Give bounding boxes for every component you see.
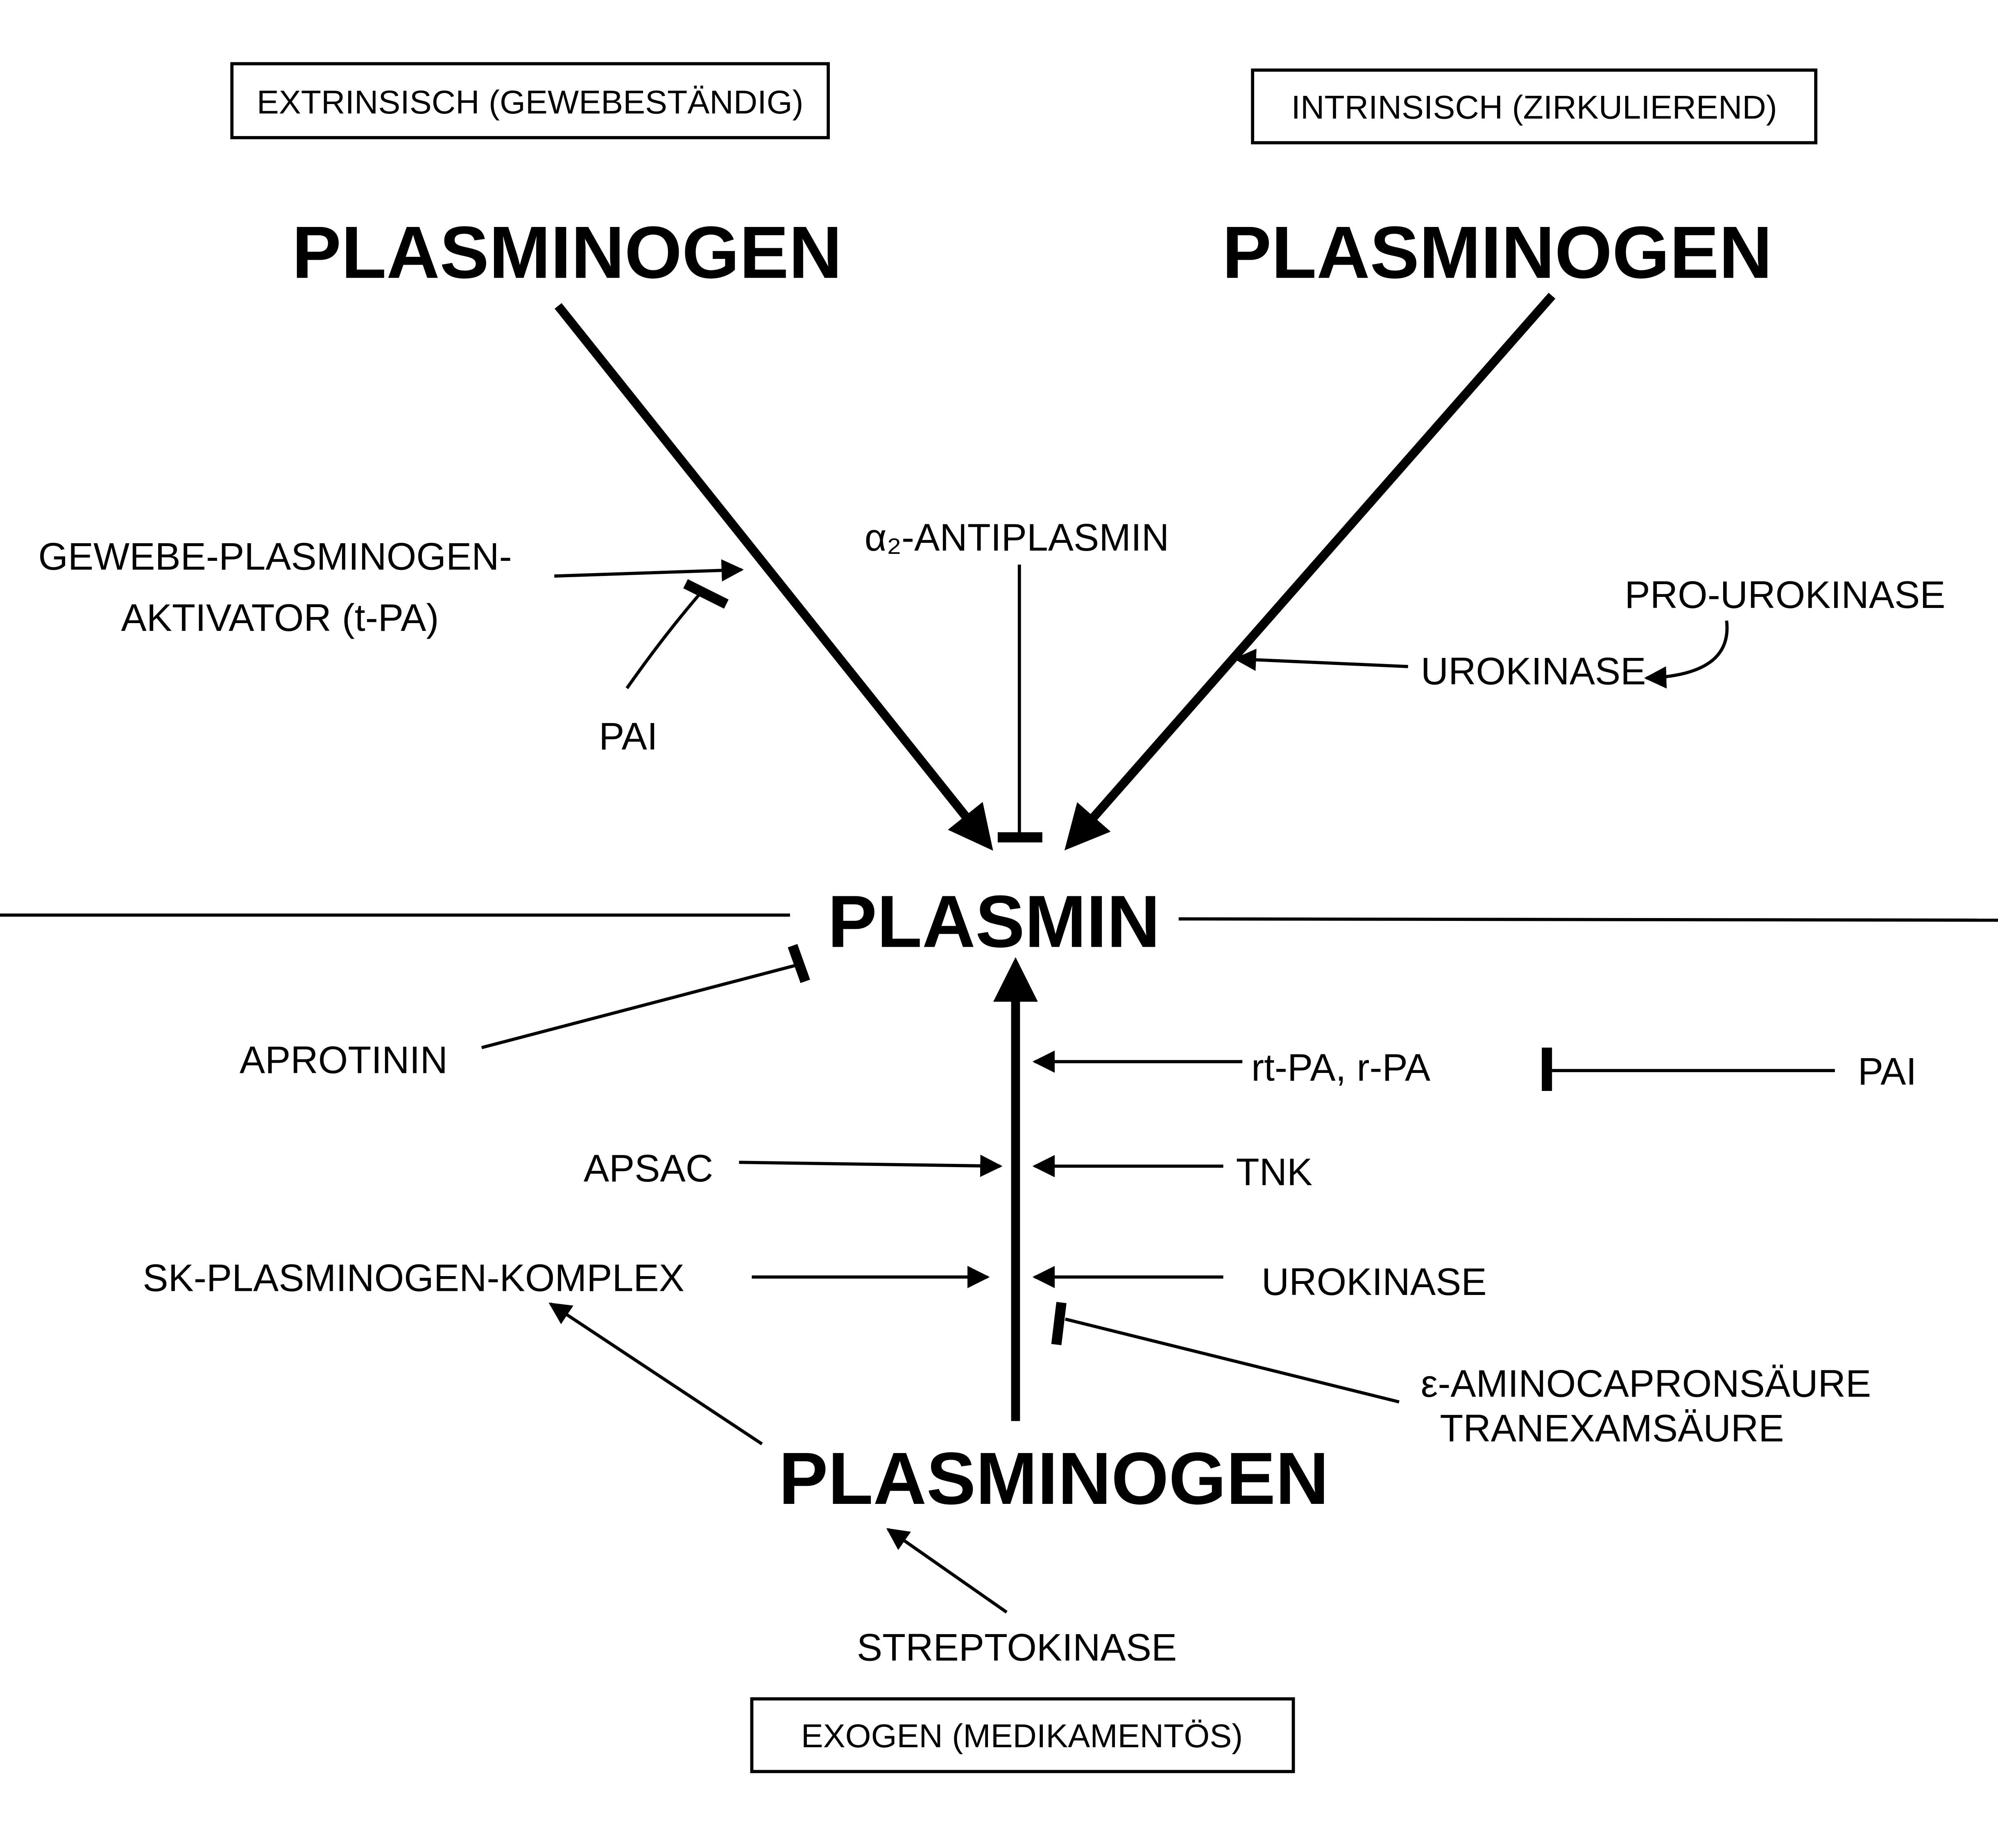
label-tnk: TNK — [1236, 1151, 1313, 1193]
box-intrinsic-label: INTRINSISCH (ZIRKULIEREND) — [1291, 89, 1777, 126]
box-exogenous: EXOGEN (MEDIKAMENTÖS) — [750, 1697, 1295, 1773]
label-pro-urokinase: PRO-UROKINASE — [1624, 574, 1945, 616]
node-plasminogen-extrinsic: PLASMINOGEN — [292, 211, 842, 294]
label-sk-complex: SK-PLASMINOGEN-KOMPLEX — [143, 1256, 684, 1299]
node-plasmin: PLASMIN — [828, 880, 1160, 963]
label-aminocapron: ε-AMINOCAPRONSÄURE — [1421, 1363, 1871, 1405]
label-pai-right: PAI — [1858, 1050, 1917, 1093]
label-rtpa: rt-PA, r-PA — [1251, 1046, 1431, 1089]
arrow-plasminogen-to-sk — [548, 1302, 763, 1446]
box-extrinsic-label: EXTRINSISCH (GEWEBESTÄNDIG) — [257, 84, 804, 121]
label-tpa-line1: GEWEBE-PLASMINOGEN- — [38, 535, 512, 578]
label-pai-top: PAI — [599, 715, 658, 757]
arrow-pro-urokinase — [1644, 620, 1729, 689]
arrow-urokinase-top — [1234, 649, 1408, 671]
box-intrinsic: INTRINSISCH (ZIRKULIEREND) — [1251, 68, 1818, 145]
label-antiplasmin: α₂-ANTIPLASMIN — [865, 516, 1169, 559]
separator-right — [1178, 917, 1998, 922]
label-tranexam: TRANEXAMSÄURE — [1440, 1407, 1784, 1450]
label-tpa-line2: AKTIVATOR (t-PA) — [121, 596, 439, 639]
box-extrinsic: EXTRINSISCH (GEWEBESTÄNDIG) — [230, 62, 830, 139]
node-plasminogen-exogenous: PLASMINOGEN — [779, 1438, 1329, 1520]
inhibit-antifibrinolytics — [1065, 1317, 1400, 1404]
arrow-intrinsic-to-plasmin — [1064, 293, 1556, 850]
inhibit-bar-antifibrinolytics — [1051, 1302, 1067, 1345]
arrow-apsac — [739, 1154, 1003, 1177]
label-urokinase-bottom: UROKINASE — [1262, 1261, 1487, 1303]
box-exogenous-label: EXOGEN (MEDIKAMENTÖS) — [801, 1718, 1243, 1755]
label-streptokinase: STREPTOKINASE — [857, 1626, 1177, 1669]
arrow-tpa — [554, 559, 744, 582]
label-aprotinin: APROTININ — [240, 1039, 448, 1081]
inhibit-bar-aprotinin — [788, 944, 810, 983]
inhibit-bar-pai-top — [683, 579, 729, 609]
node-plasminogen-intrinsic: PLASMINOGEN — [1222, 211, 1772, 294]
label-urokinase-top: UROKINASE — [1421, 650, 1646, 693]
label-apsac: APSAC — [584, 1147, 713, 1190]
arrow-extrinsic-to-plasmin — [555, 303, 993, 851]
inhibit-pai-top — [625, 592, 702, 689]
arrow-streptokinase — [886, 1528, 1008, 1614]
inhibit-aprotinin — [481, 962, 803, 1050]
